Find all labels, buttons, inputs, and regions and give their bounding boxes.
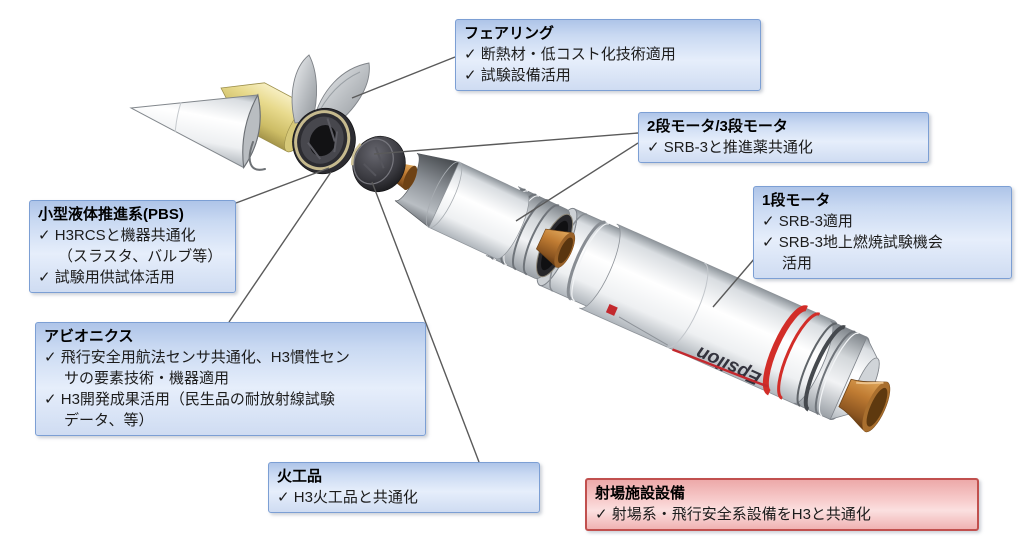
callout-avionics: アビオニクス ✓ 飛行安全用航法センサ共通化、H3慣性セン サの要素技術・機器適… — [35, 322, 426, 436]
callout-stage1-title: 1段モータ — [762, 192, 831, 209]
leader-stage23-third — [373, 132, 639, 155]
callout-stage23-item-1: ✓ SRB-3と推進薬共通化 — [647, 139, 813, 156]
epsilon-logo-swoosh — [672, 348, 769, 388]
first-stage-red-marking — [605, 303, 618, 316]
callout-stage23-title: 2段モータ/3段モータ — [647, 118, 788, 135]
callout-pbs-item-2: ✓ 試験用供試体活用 — [38, 269, 175, 286]
callout-avionics-item-1-cont: サの要素技術・機器適用 — [64, 370, 230, 387]
leader-lines — [228, 56, 756, 463]
callout-fairing-title: フェアリング — [464, 25, 555, 42]
callout-fairing: フェアリング ✓ 断熱材・低コスト化技術適用 ✓ 試験設備活用 — [455, 19, 761, 91]
first-stage-nozzle — [838, 378, 891, 433]
second-stage-nozzle — [535, 228, 576, 268]
leader-avionics — [228, 171, 332, 323]
callout-pyro-item-1: ✓ H3火工品と共通化 — [277, 489, 418, 506]
fairing-nose-cone — [129, 93, 261, 170]
pbs-ring — [292, 107, 356, 175]
callout-avionics-item-2-cont: データ、等） — [64, 412, 154, 429]
callout-avionics-title: アビオニクス — [44, 328, 134, 345]
third-stage-motor — [350, 136, 418, 192]
callout-pbs-title: 小型液体推進系(PBS) — [38, 206, 184, 223]
first-stage-body: Epsilon — [579, 223, 838, 406]
callout-stage1-item-2: ✓ SRB-3地上燃焼試験機会 — [762, 234, 943, 251]
callout-pbs-item-1-cont: （スラスタ、バルブ等） — [58, 248, 223, 265]
callout-pyro: 火工品 ✓ H3火工品と共通化 — [268, 462, 540, 513]
callout-pyro-title: 火工品 — [277, 468, 323, 485]
callout-avionics-item-2: ✓ H3開発成果活用（民生品の耐放射線試験 — [44, 391, 335, 408]
leader-pbs — [235, 167, 330, 204]
interstage-section — [394, 153, 530, 260]
callout-launch-site: 射場施設設備 ✓ 射場系・飛行安全系設備をH3と共通化 — [585, 478, 979, 531]
callout-pbs-item-1: ✓ H3RCSと機器共通化 — [38, 227, 196, 244]
callout-stage1-item-1: ✓ SRB-3適用 — [762, 213, 853, 230]
callout-launch-site-title: 射場施設設備 — [595, 485, 686, 502]
callout-stage23: 2段モータ/3段モータ ✓ SRB-3と推進薬共通化 — [638, 112, 929, 163]
callout-avionics-item-1: ✓ 飛行安全用航法センサ共通化、H3慣性セン — [44, 349, 350, 366]
leader-stage23-second — [515, 142, 639, 222]
callout-stage1-item-2-cont: 活用 — [782, 255, 813, 272]
leader-fairing — [351, 56, 456, 99]
callout-fairing-item-2: ✓ 試験設備活用 — [464, 67, 571, 84]
callout-pbs: 小型液体推進系(PBS) ✓ H3RCSと機器共通化 （スラスタ、バルブ等） ✓… — [29, 200, 236, 293]
leader-pyro — [371, 181, 480, 463]
callout-stage1: 1段モータ ✓ SRB-3適用 ✓ SRB-3地上燃焼試験機会 活用 — [753, 186, 1012, 279]
callout-launch-site-item-1: ✓ 射場系・飛行安全系設備をH3と共通化 — [595, 506, 871, 523]
callout-fairing-item-1: ✓ 断熱材・低コスト化技術適用 — [464, 46, 676, 63]
leader-stage1 — [712, 257, 756, 308]
